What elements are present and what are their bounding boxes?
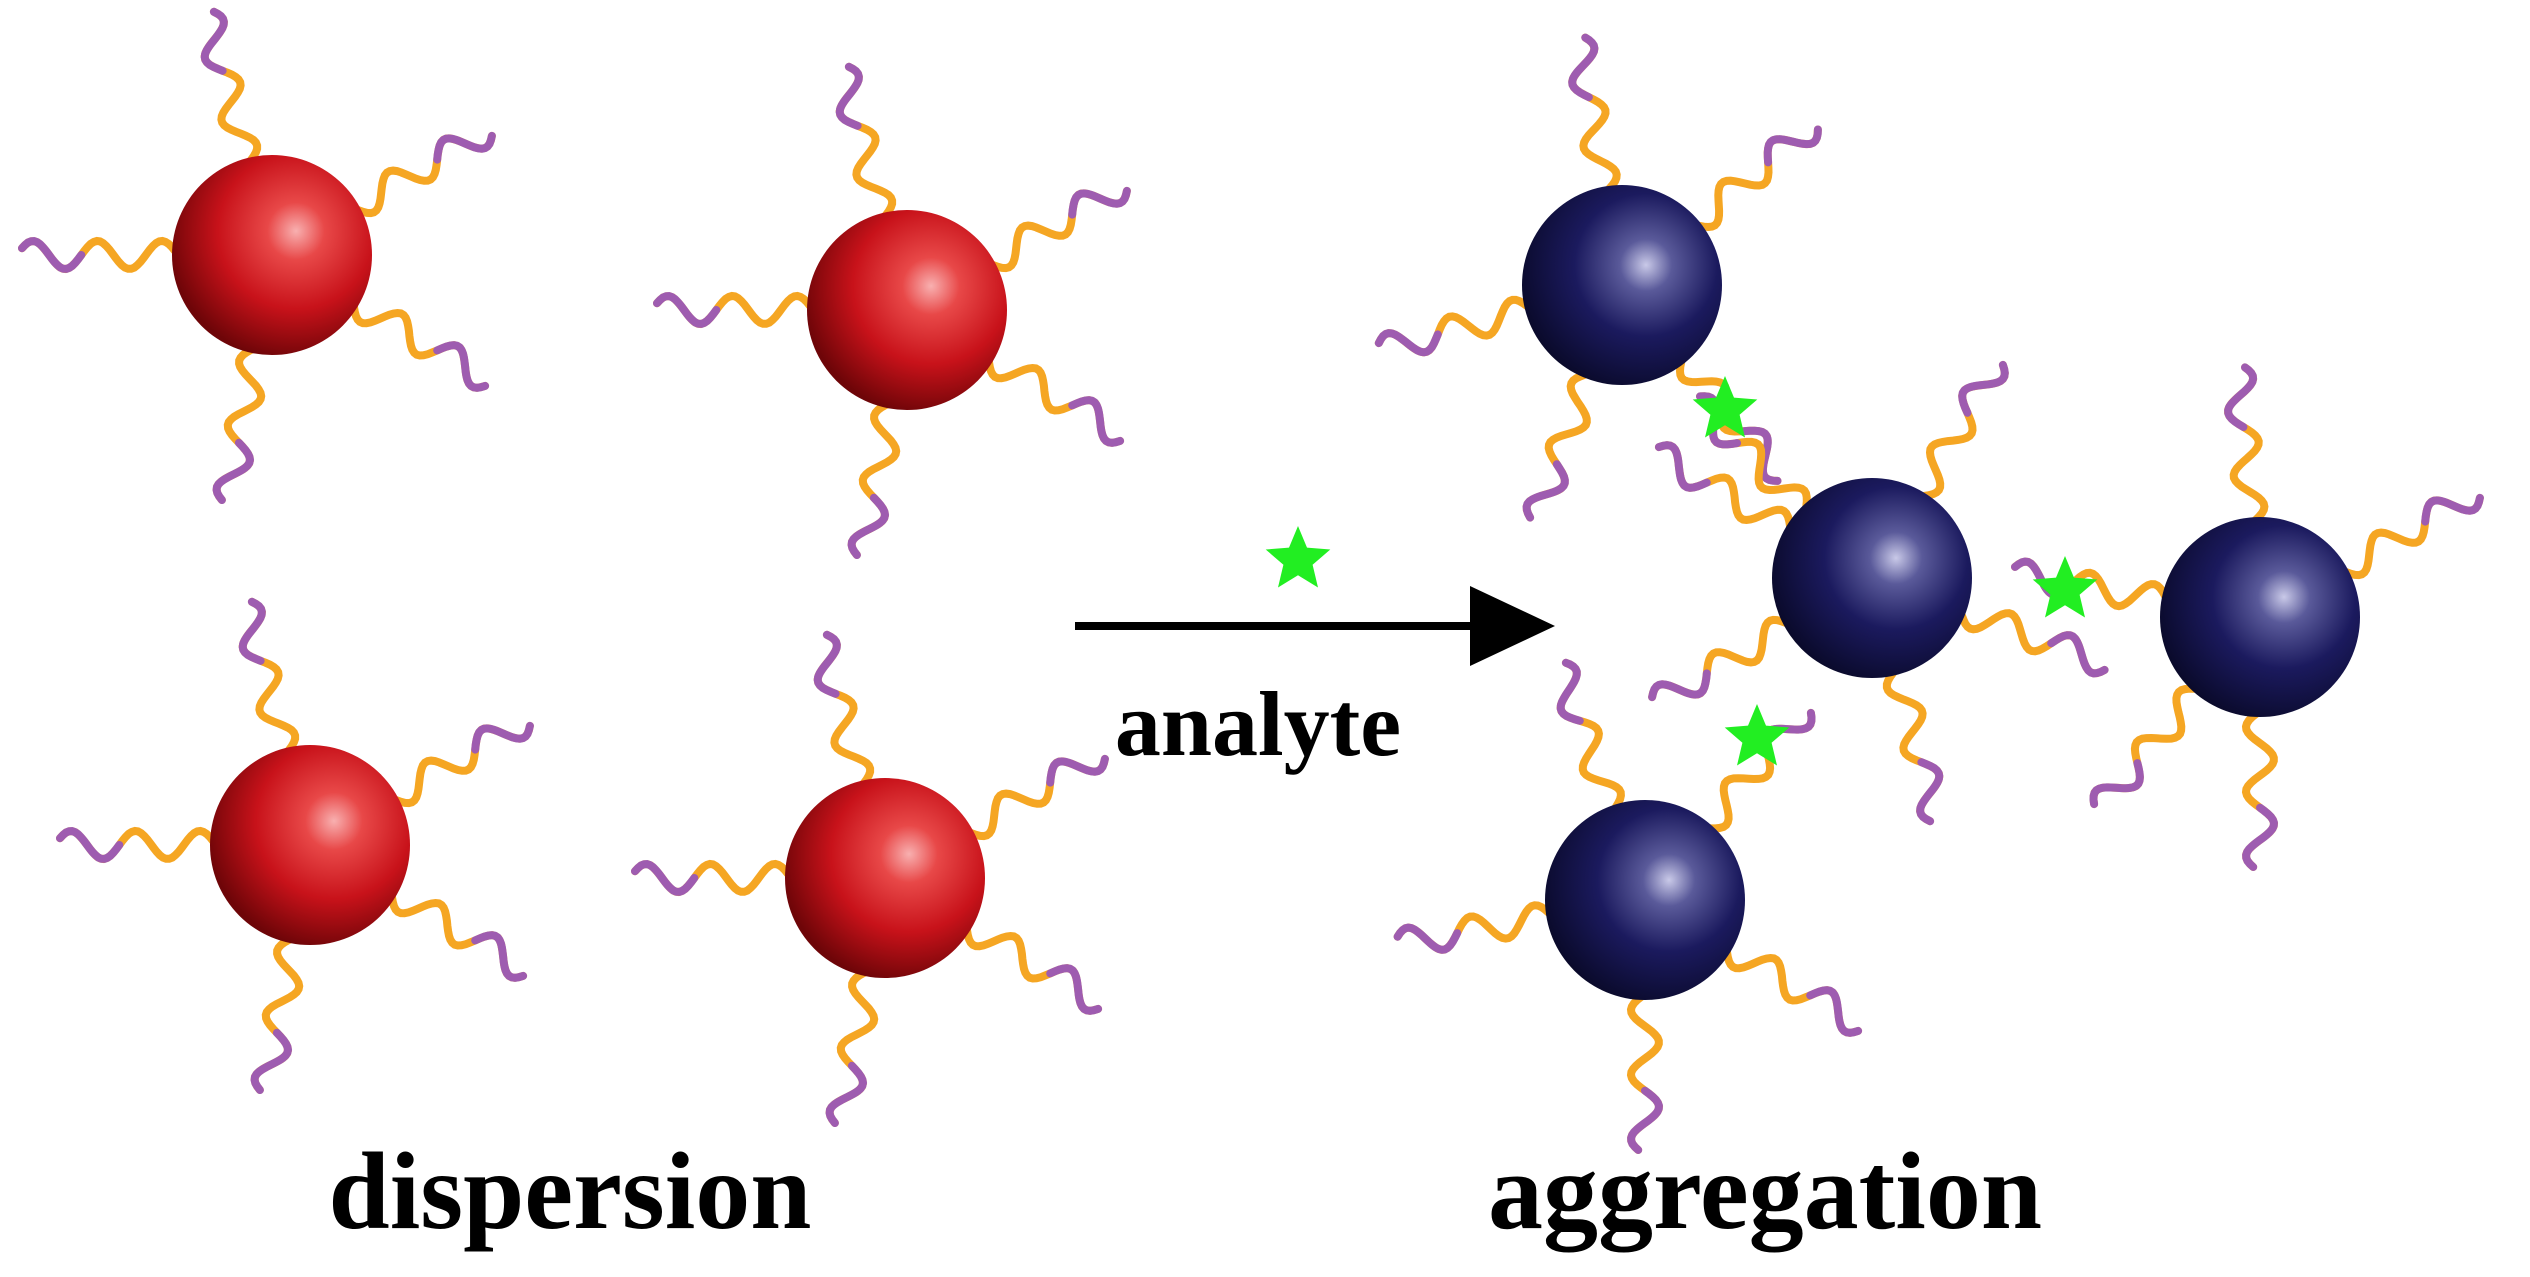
ligand-strand — [2337, 493, 2484, 580]
ligand-strand — [825, 966, 879, 1127]
ligand-strand — [18, 236, 182, 274]
green-star-icon — [1724, 704, 1790, 766]
ligand-strand — [1568, 33, 1621, 197]
analyte-label: analyte — [1115, 673, 1401, 775]
ligand-strand — [1393, 901, 1557, 954]
ligand-strand — [1374, 295, 1536, 357]
ligand-strand — [200, 7, 262, 169]
ligand-strand — [1556, 658, 1625, 816]
ligand-strand — [835, 62, 897, 224]
ligand-strand — [387, 888, 528, 982]
navy-sphere-icon — [2160, 517, 2360, 717]
ligand-strand — [1690, 125, 1822, 232]
ligand-strand — [2089, 684, 2204, 809]
ligand-strand — [653, 291, 817, 329]
green-star-icon — [1265, 526, 1331, 588]
navy-sphere-icon — [1545, 800, 1745, 1000]
ligand-strand — [1882, 664, 1944, 826]
ligand-strand — [238, 597, 300, 759]
ligand-strand — [2224, 363, 2269, 528]
ligand-strand — [212, 343, 266, 504]
dispersion-label: dispersion — [329, 1130, 812, 1252]
ligand-strand — [1522, 369, 1594, 522]
ligand-strand — [1915, 360, 2009, 501]
green-star-icon — [2032, 556, 2098, 618]
ligand-strand — [984, 186, 1131, 273]
ligand-strand — [984, 353, 1125, 447]
ligand-strand — [962, 754, 1109, 841]
ligand-strand — [349, 298, 490, 392]
ligand-strand — [1654, 441, 1795, 535]
ligand-strand — [1956, 606, 2109, 678]
ligand-strand — [1722, 943, 1863, 1037]
red-sphere-icon — [807, 210, 1007, 410]
red-sphere-icon — [172, 155, 372, 355]
ligand-strand — [847, 398, 901, 559]
ligand-layer — [18, 7, 2484, 1154]
particle-layer — [172, 155, 2360, 1000]
reaction-arrow-icon — [1075, 586, 1555, 666]
ligand-strand — [962, 921, 1103, 1015]
red-sphere-icon — [210, 745, 410, 945]
aggregation-label: aggregation — [1488, 1130, 2042, 1252]
ligand-strand — [349, 131, 496, 218]
green-star-icon — [1692, 376, 1758, 438]
red-sphere-icon — [785, 778, 985, 978]
analyte-layer — [1265, 376, 2098, 766]
ligand-strand — [813, 630, 875, 792]
ligand-strand — [1626, 990, 1664, 1154]
navy-sphere-icon — [1522, 185, 1722, 385]
ligand-strand — [1648, 615, 1795, 702]
ligand-strand — [2241, 707, 2279, 871]
ligand-strand — [631, 859, 795, 897]
navy-sphere-icon — [1772, 478, 1972, 678]
ligand-strand — [387, 721, 534, 808]
ligand-strand — [250, 933, 304, 1094]
ligand-strand — [56, 826, 220, 864]
